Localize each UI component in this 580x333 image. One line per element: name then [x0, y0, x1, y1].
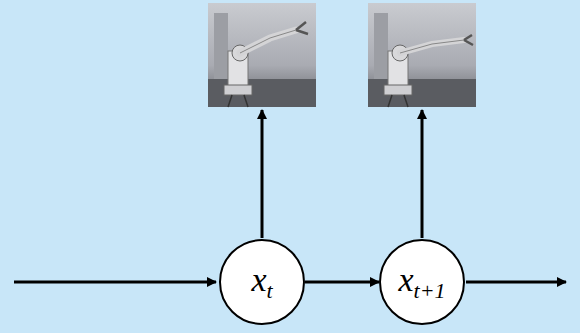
robot-image — [208, 3, 316, 107]
incoming-arrow — [14, 281, 216, 284]
state-label: xt — [251, 263, 272, 302]
state-label: xt+1 — [398, 263, 445, 302]
outgoing-arrow — [466, 281, 566, 284]
state-circle: xt+1 — [379, 239, 465, 325]
state-circle: xt — [219, 239, 305, 325]
transition-arrow — [305, 281, 379, 284]
robot-image — [368, 3, 476, 107]
emission-arrow — [261, 110, 264, 238]
emission-arrow — [421, 110, 424, 238]
